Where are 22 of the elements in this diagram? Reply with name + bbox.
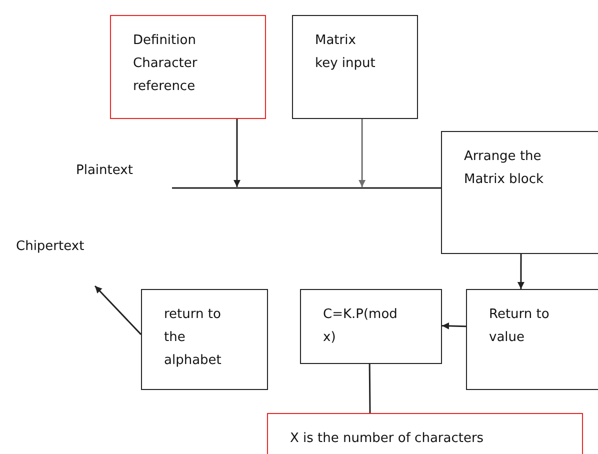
box-text: C=K.P(mod x) — [323, 306, 398, 347]
box-text: Arrange the Matrix block — [464, 148, 545, 189]
process-box — [292, 15, 418, 119]
process-box — [141, 289, 268, 390]
process-box — [441, 131, 598, 254]
arrow — [94, 285, 142, 335]
arrow — [233, 119, 240, 187]
arrow — [442, 322, 466, 330]
box-text: X is the number of characters — [290, 430, 484, 448]
note-box — [110, 15, 266, 119]
box-text: Definition Character reference — [133, 32, 198, 96]
flow-label: Chipertext — [16, 236, 116, 286]
flow-label: Plaintext — [76, 160, 172, 188]
process-box — [300, 289, 442, 364]
process-box — [466, 289, 598, 390]
box-text: Return to value — [489, 306, 550, 347]
connector-line — [172, 187, 441, 189]
box-text: return to the alphabet — [164, 306, 222, 370]
arrow — [358, 119, 366, 187]
arrow — [517, 254, 524, 289]
connector-line — [368, 364, 371, 413]
box-text: Matrix key input — [315, 32, 376, 73]
